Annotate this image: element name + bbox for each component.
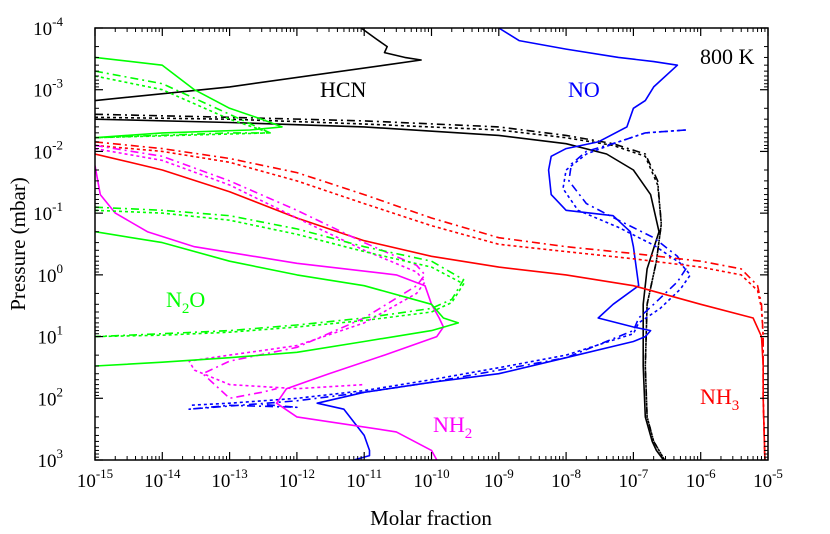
x-tick-label: 10-10: [413, 466, 449, 492]
x-tick-label: 10-14: [144, 466, 181, 492]
series-line-no-6: [189, 129, 692, 407]
x-tick-label: 10-12: [279, 466, 315, 492]
series-annotation: NH3: [700, 384, 739, 414]
series-line-n2o-14: [95, 230, 460, 367]
x-tick-label: 10-15: [77, 466, 113, 492]
y-tick-label: 100: [38, 261, 64, 287]
series-annotation: HCN: [320, 77, 367, 102]
series-line-n2o-18: [95, 209, 465, 338]
y-tick-label: 10-2: [33, 137, 63, 163]
y-tick-label: 10-1: [33, 199, 63, 225]
series-annotation: NH2: [433, 412, 472, 442]
series-line-n2o-13: [95, 56, 283, 139]
y-tick-label: 10-4: [33, 14, 63, 40]
y-tick-label: 102: [38, 384, 64, 410]
x-tick-label: 10-8: [551, 466, 581, 492]
y-axis-label: Pressure (mbar): [6, 177, 30, 311]
x-tick-label: 10-9: [484, 466, 514, 492]
ticks-layer: [94, 27, 769, 461]
series-layer: [95, 28, 766, 460]
series-line-nh2-10: [95, 165, 445, 460]
y-tick-label: 103: [38, 446, 64, 472]
series-line-n2o-16: [95, 206, 465, 338]
series-line-nh3-9: [95, 144, 766, 460]
x-tick-label: 10-13: [211, 466, 247, 492]
x-tick-label: 10-6: [686, 466, 716, 492]
series-line-nh2-11: [95, 144, 426, 400]
x-tick-label: 10-5: [753, 466, 783, 492]
series-annotation: N2O: [166, 287, 205, 317]
series-line-hcn-1: [95, 118, 665, 460]
series-line-n2o-15: [95, 70, 271, 139]
series-line-hcn-3: [95, 116, 666, 460]
series-line-nh2-12: [95, 147, 426, 390]
x-tick-label: 10-7: [618, 466, 648, 492]
plot-frame: [94, 27, 769, 461]
series-annotation: NO: [568, 77, 600, 102]
series-line-no-5: [188, 129, 687, 410]
series-line-hcn-0: [95, 28, 422, 102]
series-annotation: 800 K: [700, 44, 755, 69]
y-tick-label: 101: [38, 323, 64, 349]
annotations-layer: 800 K HCN NO N2O NH2 NH3: [166, 44, 755, 442]
y-tick-label: 10-3: [33, 76, 63, 102]
tick-labels-layer: 10-15 10-14 10-13 10-12 10-11 10-10 10-9 10-8 10…: [33, 14, 783, 492]
x-tick-label: 10-11: [346, 466, 382, 492]
x-axis-label: Molar fraction: [370, 506, 492, 530]
series-line-no-4: [316, 28, 679, 460]
